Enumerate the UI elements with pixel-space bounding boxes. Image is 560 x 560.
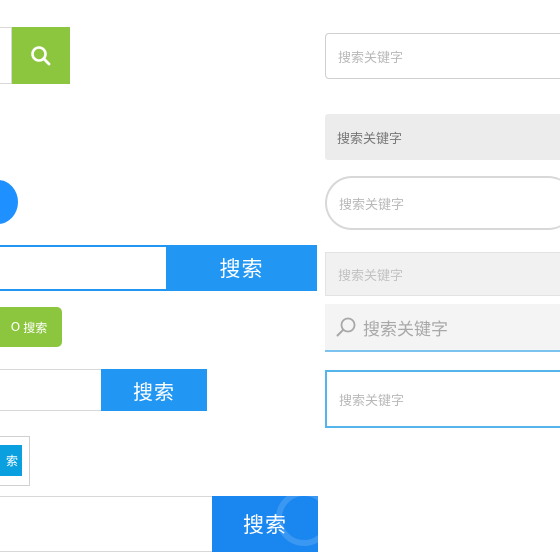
search-button-cyan-small[interactable]: 索	[0, 445, 22, 476]
search-icon	[31, 45, 51, 65]
search-input-underlined[interactable]: 搜索关键字	[325, 304, 560, 352]
search-button-label: 搜索	[243, 513, 287, 537]
search-button-blue-large[interactable]: 搜索	[212, 496, 318, 552]
round-search-button[interactable]	[0, 180, 18, 224]
search-input-rounded[interactable]: 搜索关键字	[325, 176, 560, 230]
search-input-blue-border[interactable]	[0, 245, 168, 291]
search-input-filled-gray[interactable]: 搜索关键字	[325, 114, 560, 160]
search-button-green[interactable]	[12, 27, 70, 84]
search-icon	[336, 317, 356, 337]
search-button-label: 搜索	[23, 320, 48, 335]
search-input-blue-outline[interactable]: 搜索关键字	[325, 370, 560, 428]
search-input-plain[interactable]	[0, 369, 102, 411]
search-placeholder: 搜索关键字	[363, 319, 448, 340]
search-input-green[interactable]	[0, 27, 12, 84]
search-icon: O	[10, 320, 21, 334]
search-button-blue[interactable]: 搜索	[166, 245, 317, 291]
search-icon	[276, 496, 318, 546]
search-button-blue-medium[interactable]: 搜索	[101, 369, 207, 411]
search-input-wide[interactable]	[0, 496, 214, 552]
search-button-green-small[interactable]: O 搜索	[0, 307, 62, 347]
search-input-light-gray[interactable]: 搜索关键字	[325, 252, 560, 296]
search-input-outlined[interactable]: 搜索关键字	[325, 33, 560, 79]
